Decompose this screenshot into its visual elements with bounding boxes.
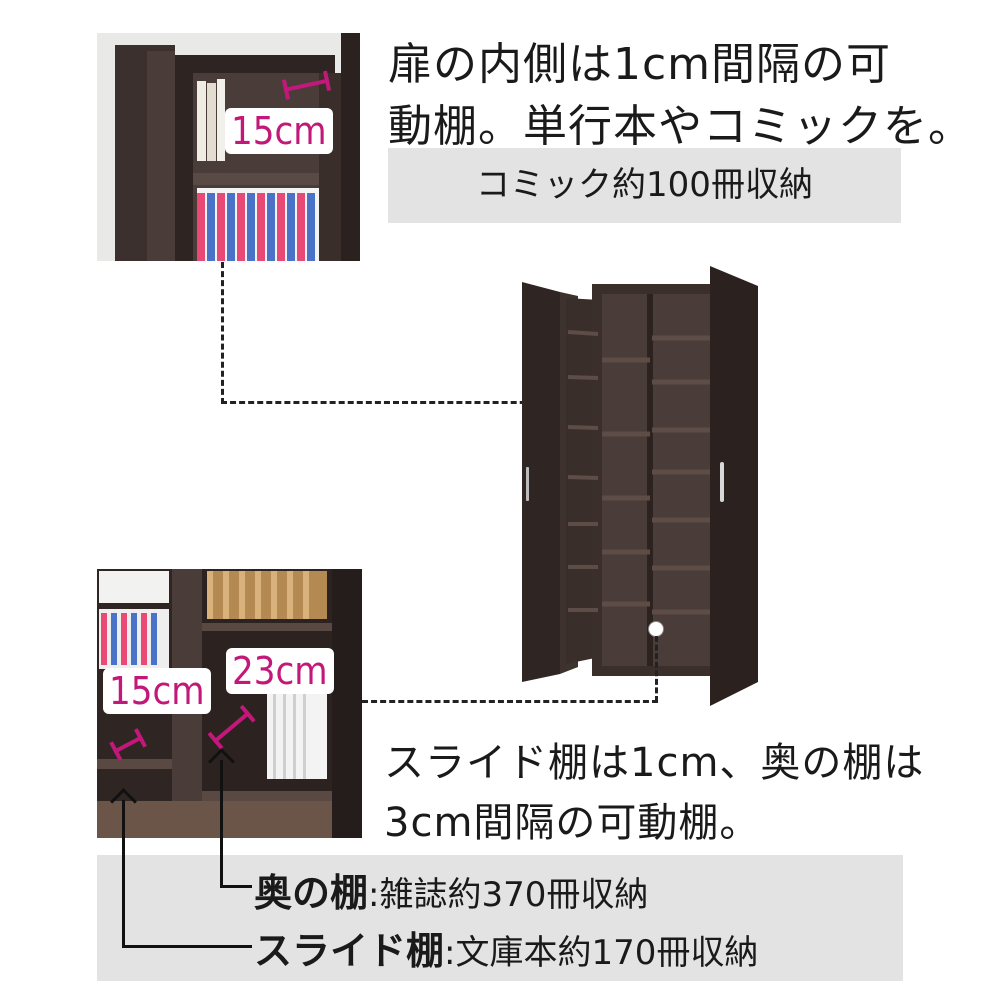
top-measure-label: 15cm — [225, 108, 333, 154]
bottom-connector-vertical — [655, 636, 658, 702]
cabinet-illustration — [522, 266, 758, 706]
bottom-caption-line2: 3cm間隔の可動棚。 — [384, 800, 761, 846]
bottom-book-spines-left — [99, 571, 169, 669]
arrow-slide-shelf-vertical — [122, 800, 125, 948]
bottom-caption-line1: スライド棚は1cm、奥の棚は — [384, 740, 925, 786]
bottom-summary-panel — [97, 855, 903, 981]
slide-shelf-row: スライド棚:文庫本約170冊収納 — [254, 920, 758, 975]
slide-shelves — [567, 330, 599, 612]
bottom-connector-dot — [648, 621, 664, 637]
bottom-connector-horizontal — [362, 700, 658, 703]
slide-shelf-detail: :文庫本約170冊収納 — [444, 933, 759, 973]
slide-shelf-label: スライド棚 — [254, 929, 445, 973]
magazine-spines — [207, 571, 327, 779]
book-spines-top — [197, 79, 225, 161]
top-caption-line1: 扉の内側は1cm間隔の可 — [388, 39, 892, 90]
bottom-measure-left-label: 15cm — [103, 668, 211, 714]
comic-spines — [197, 188, 319, 261]
arrow-back-shelf-vertical — [220, 760, 223, 888]
arrow-slide-shelf-horizontal — [122, 945, 252, 948]
back-shelf-row: 奥の棚:雑誌約370冊収納 — [254, 862, 648, 917]
top-caption-line2: 動棚。単行本やコミックを。 — [388, 101, 973, 152]
bottom-measure-right-label: 23cm — [226, 648, 334, 694]
top-connector-horizontal — [221, 401, 571, 404]
arrow-back-shelf-horizontal — [220, 885, 252, 888]
top-badge-text: コミック約100冊収納 — [476, 165, 813, 205]
top-connector-vertical — [221, 262, 224, 404]
back-shelf-label: 奥の棚 — [254, 871, 369, 915]
top-badge-panel — [388, 148, 901, 223]
back-shelf-detail: :雑誌約370冊収納 — [368, 875, 649, 915]
